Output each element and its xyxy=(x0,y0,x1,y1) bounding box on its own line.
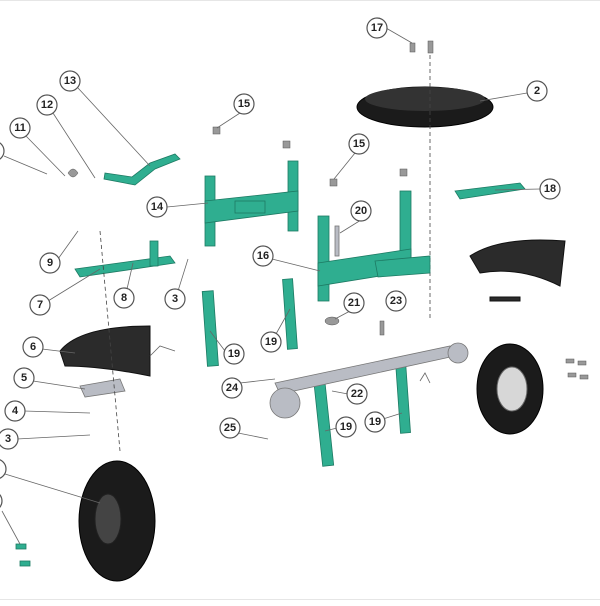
svg-text:5: 5 xyxy=(21,372,27,384)
svg-text:15: 15 xyxy=(238,98,250,110)
svg-text:25: 25 xyxy=(224,422,236,434)
svg-text:12: 12 xyxy=(41,99,53,111)
callout: 11 xyxy=(10,118,30,138)
callout: 19 xyxy=(261,332,281,352)
svg-text:11: 11 xyxy=(14,122,26,134)
callout: 23 xyxy=(386,291,406,311)
fender-right xyxy=(470,240,565,286)
callout: 3 xyxy=(0,429,18,449)
svg-text:2: 2 xyxy=(534,85,540,97)
svg-text:13: 13 xyxy=(64,75,76,87)
callout: 12 xyxy=(37,95,57,115)
axle xyxy=(275,346,455,394)
callout: 22 xyxy=(347,384,367,404)
svg-text:4: 4 xyxy=(12,405,19,417)
leg xyxy=(202,291,218,367)
jack-bracket xyxy=(75,256,175,277)
svg-text:6: 6 xyxy=(30,341,36,353)
frame-stand-left xyxy=(205,161,298,246)
callout: 3 xyxy=(165,289,185,309)
callout: 20 xyxy=(351,201,371,221)
svg-text:18: 18 xyxy=(544,183,556,195)
callout: 21 xyxy=(344,293,364,313)
callout: 10 xyxy=(0,141,4,161)
svg-text:23: 23 xyxy=(390,295,402,307)
svg-text:22: 22 xyxy=(351,388,363,400)
callout: 13 xyxy=(60,71,80,91)
callout: 14 xyxy=(147,197,167,217)
callout: 8 xyxy=(114,288,134,308)
leg xyxy=(396,361,411,434)
svg-text:19: 19 xyxy=(340,421,352,433)
callout: 5 xyxy=(14,368,34,388)
svg-text:9: 9 xyxy=(47,257,53,269)
callout: 19 xyxy=(224,344,244,364)
svg-text:21: 21 xyxy=(348,297,360,309)
callout: 7 xyxy=(30,295,50,315)
bolt xyxy=(428,41,433,53)
svg-text:19: 19 xyxy=(265,336,277,348)
callout: 17 xyxy=(367,18,387,38)
svg-text:15: 15 xyxy=(353,138,365,150)
svg-text:7: 7 xyxy=(37,299,43,311)
fender-left xyxy=(60,326,150,376)
svg-text:24: 24 xyxy=(226,382,239,394)
callout: 25 xyxy=(220,418,240,438)
leg xyxy=(283,279,298,350)
callout: 18 xyxy=(540,179,560,199)
svg-text:3: 3 xyxy=(172,293,178,305)
svg-text:16: 16 xyxy=(257,250,269,262)
tongue-bracket xyxy=(455,183,525,199)
svg-text:3: 3 xyxy=(5,433,11,445)
callout: 19 xyxy=(365,412,385,432)
svg-text:17: 17 xyxy=(371,22,383,34)
callout: 9 xyxy=(40,253,60,273)
parts xyxy=(16,41,588,581)
svg-text:19: 19 xyxy=(369,416,381,428)
callout: 1 xyxy=(0,491,2,511)
crank-handle xyxy=(104,154,180,185)
callout: 16 xyxy=(253,246,273,266)
callout: 24 xyxy=(222,378,242,398)
callout: 2 xyxy=(527,81,547,101)
svg-text:8: 8 xyxy=(121,292,127,304)
svg-text:14: 14 xyxy=(151,201,164,213)
callout: 6 xyxy=(23,337,43,357)
frame-stand-right xyxy=(318,191,430,301)
callout: 15 xyxy=(234,94,254,114)
callout: 19 xyxy=(336,417,356,437)
svg-text:20: 20 xyxy=(355,205,367,217)
callout: 15 xyxy=(349,134,369,154)
svg-text:19: 19 xyxy=(228,348,240,360)
leg xyxy=(314,381,334,467)
callout: 4 xyxy=(5,401,25,421)
callout: 2 xyxy=(0,459,6,479)
